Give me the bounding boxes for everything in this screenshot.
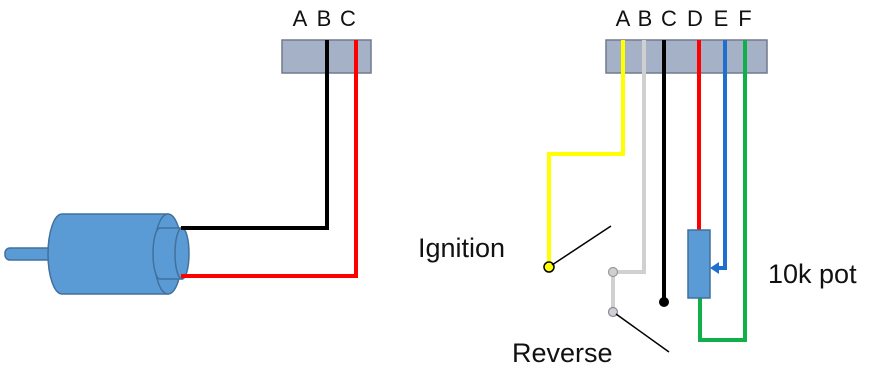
motor-wire-black [181,40,329,230]
motor-pin-label-c: C [340,6,356,31]
pot-wire-blue [716,40,727,270]
motor-wire-red [181,40,358,278]
controller-connector: A B C D E F [605,6,768,74]
ignition-label: Ignition [418,233,505,263]
controller-pin-label-c: C [661,6,677,31]
controller-pin-label-a: A [616,6,631,31]
ignition-terminal [543,261,555,273]
pot-wiper-arrow-icon [710,262,719,274]
reverse-leader-line [615,313,670,353]
motor-pin-label-a: A [293,6,308,31]
motor-pin-label-b: B [317,6,332,31]
motor [4,213,190,295]
ground-terminal [659,297,669,307]
controller-pin-label-d: D [687,6,703,31]
motor-end-cap-face [174,227,190,280]
ignition-wire-yellow [547,40,625,266]
reverse-label: Reverse [512,338,613,368]
ignition-switch-lever [551,225,612,266]
controller-connector-body [605,39,768,74]
controller-pin-label-f: F [738,6,751,31]
controller-pin-label-b: B [638,6,653,31]
reverse-wire-grey [611,40,646,311]
reverse-terminal-lower [607,306,619,318]
pot-label: 10k pot [768,259,857,289]
controller-pin-label-e: E [714,6,729,31]
pot-wire-green [698,40,747,342]
potentiometer [687,229,711,299]
motor-end-cap [152,227,183,280]
reverse-terminal-upper [607,266,619,278]
motor-body [47,213,169,295]
